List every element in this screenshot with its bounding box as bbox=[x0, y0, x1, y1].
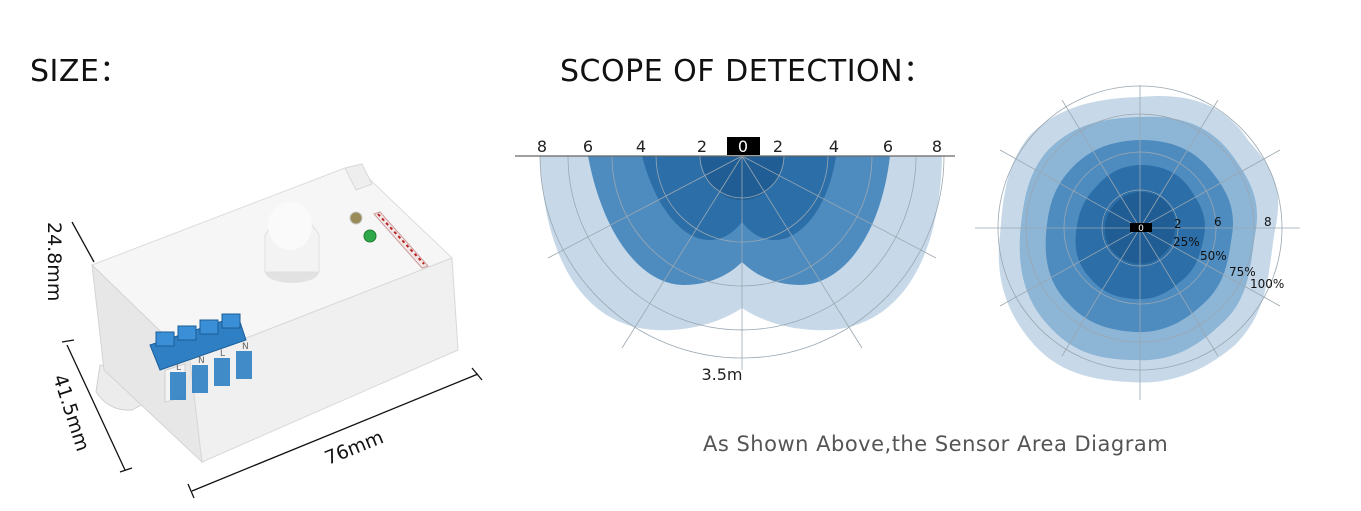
top-distance-label: 6 bbox=[1214, 215, 1222, 229]
side-scale-label: 8 bbox=[537, 137, 547, 156]
terminal-label: L bbox=[220, 349, 225, 359]
terminal-label: L bbox=[176, 363, 181, 373]
terminal-block bbox=[149, 313, 252, 404]
side-scale-label: 8 bbox=[932, 137, 942, 156]
scope-heading: SCOPE OF DETECTION： bbox=[560, 54, 934, 89]
top-distance-label: 8 bbox=[1264, 215, 1272, 229]
side-scale-label: 6 bbox=[883, 137, 893, 156]
side-depth-label: 3.5m bbox=[701, 365, 742, 384]
side-center-marker bbox=[727, 137, 760, 155]
dimension-width-label: 41.5mm bbox=[48, 372, 93, 454]
side-scale-label: 2 bbox=[773, 137, 783, 156]
top-distance-label: 2 bbox=[1174, 217, 1182, 231]
size-heading: SIZE： bbox=[30, 54, 130, 89]
diagram-caption: As Shown Above,the Sensor Area Diagram bbox=[703, 432, 1169, 456]
terminal-label: N bbox=[242, 342, 249, 352]
terminal-label: N bbox=[198, 356, 205, 366]
sensor-product-illustration: L N L N 24.8mm 41.5mm 76mm bbox=[43, 163, 483, 499]
dimension-length-label: 76mm bbox=[322, 426, 387, 469]
side-scale-label: 4 bbox=[829, 137, 839, 156]
top-center-label: 0 bbox=[1138, 224, 1144, 234]
side-scale-label: 4 bbox=[636, 137, 646, 156]
side-grid bbox=[539, 155, 945, 370]
potentiometer-icon bbox=[349, 211, 363, 225]
side-scale-label: 2 bbox=[697, 137, 707, 156]
top-percent-label: 75% bbox=[1229, 265, 1256, 279]
led-indicator-icon bbox=[363, 229, 377, 243]
top-percent-label: 50% bbox=[1200, 249, 1227, 263]
dimension-height-label: 24.8mm bbox=[43, 222, 65, 301]
pir-lens-dome bbox=[264, 202, 320, 283]
top-center-marker bbox=[1130, 223, 1152, 232]
side-scale-label: 6 bbox=[583, 137, 593, 156]
side-center-label: 0 bbox=[738, 137, 748, 156]
top-percent-label: 100% bbox=[1250, 277, 1284, 291]
side-view-detection-diagram: 8 6 4 2 0 2 4 6 8 3.5m bbox=[515, 137, 955, 384]
top-view-detection-diagram: 0 2 6 8 25% 50% 75% 100% bbox=[975, 85, 1300, 400]
top-percent-label: 25% bbox=[1173, 235, 1200, 249]
dimension-lines bbox=[61, 221, 483, 499]
